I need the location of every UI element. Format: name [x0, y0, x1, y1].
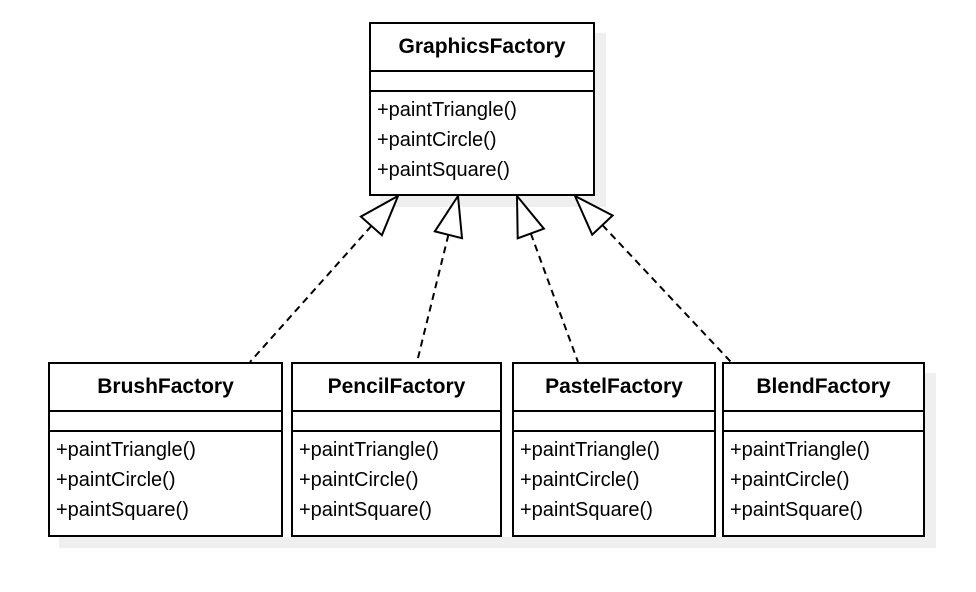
- methods-compartment: +paintTriangle() +paintCircle() +paintSq…: [50, 432, 281, 535]
- method: +paintSquare(): [56, 499, 189, 521]
- methods-compartment: +paintTriangle() +paintCircle() +paintSq…: [724, 432, 923, 535]
- class-box-graphicsfactory[interactable]: GraphicsFactory +paintTriangle() +paintC…: [369, 22, 595, 196]
- realization-brushfactory-to-graphicsfactory[interactable]: [249, 193, 401, 363]
- method: +paintCircle(): [377, 129, 497, 151]
- realization-dashed-line[interactable]: [416, 234, 450, 363]
- hollow-triangle-arrowhead: [515, 193, 546, 240]
- class-name: PencilFactory: [293, 364, 500, 412]
- class-name: BlendFactory: [724, 364, 923, 412]
- class-box-pencilfactory[interactable]: PencilFactory +paintTriangle() +paintCir…: [291, 362, 502, 537]
- realization-pastelfactory-to-graphicsfactory[interactable]: [515, 193, 579, 363]
- method: +paintSquare(): [520, 499, 653, 521]
- realization-blendfactory-to-graphicsfactory[interactable]: [572, 193, 732, 363]
- method: +paintTriangle(): [730, 439, 870, 461]
- realization-dashed-line[interactable]: [529, 233, 579, 363]
- hollow-triangle-arrowhead: [433, 193, 464, 240]
- method: +paintTriangle(): [56, 439, 196, 461]
- class-box-pastelfactory[interactable]: PastelFactory +paintTriangle() +paintCir…: [512, 362, 716, 537]
- class-box-blendfactory[interactable]: BlendFactory +paintTriangle() +paintCirc…: [722, 362, 925, 537]
- method: +paintTriangle(): [299, 439, 439, 461]
- methods-compartment: +paintTriangle() +paintCircle() +paintSq…: [514, 432, 714, 535]
- method: +paintCircle(): [730, 469, 850, 491]
- realization-pencilfactory-to-graphicsfactory[interactable]: [416, 193, 464, 363]
- method: +paintSquare(): [299, 499, 432, 521]
- method: +paintTriangle(): [520, 439, 660, 461]
- method: +paintCircle(): [520, 469, 640, 491]
- method: +paintSquare(): [730, 499, 863, 521]
- attributes-compartment: [371, 72, 593, 92]
- realization-dashed-line[interactable]: [601, 224, 732, 363]
- method: +paintSquare(): [377, 159, 510, 181]
- hollow-triangle-arrowhead: [572, 193, 615, 237]
- hollow-triangle-arrowhead: [359, 193, 401, 237]
- class-name: GraphicsFactory: [371, 24, 593, 72]
- attributes-compartment: [724, 412, 923, 432]
- method: +paintTriangle(): [377, 99, 517, 121]
- attributes-compartment: [50, 412, 281, 432]
- realization-dashed-line[interactable]: [249, 225, 373, 363]
- method: +paintCircle(): [299, 469, 419, 491]
- attributes-compartment: [293, 412, 500, 432]
- methods-compartment: +paintTriangle() +paintCircle() +paintSq…: [293, 432, 500, 535]
- method: +paintCircle(): [56, 469, 176, 491]
- methods-compartment: +paintTriangle() +paintCircle() +paintSq…: [371, 92, 593, 194]
- class-box-brushfactory[interactable]: BrushFactory +paintTriangle() +paintCirc…: [48, 362, 283, 537]
- class-name: PastelFactory: [514, 364, 714, 412]
- attributes-compartment: [514, 412, 714, 432]
- class-name: BrushFactory: [50, 364, 281, 412]
